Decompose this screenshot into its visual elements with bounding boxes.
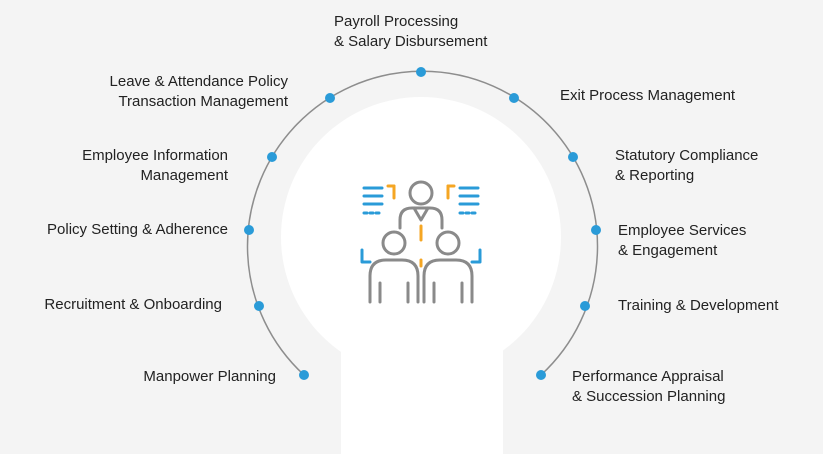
- team-people-icon: [360, 180, 482, 304]
- label-performance: Performance Appraisal& Succession Planni…: [572, 368, 726, 405]
- dot-exit: [509, 93, 519, 103]
- label-manpower: Manpower Planning: [143, 368, 276, 385]
- label-training: Training & Development: [618, 297, 779, 314]
- label-payroll: Payroll Processing& Salary Disbursement: [334, 13, 488, 50]
- dot-services: [591, 225, 601, 235]
- dot-policy: [244, 225, 254, 235]
- dot-info: [267, 152, 277, 162]
- dot-recruitment: [254, 301, 264, 311]
- label-statutory: Statutory Compliance& Reporting: [615, 147, 759, 184]
- label-services: Employee Services& Engagement: [618, 222, 747, 259]
- label-exit: Exit Process Management: [560, 87, 736, 104]
- center-keyhole: [281, 97, 561, 454]
- label-policy: Policy Setting & Adherence: [47, 221, 228, 238]
- dot-performance: [536, 370, 546, 380]
- dot-payroll: [416, 67, 426, 77]
- dot-manpower: [299, 370, 309, 380]
- dot-leave: [325, 93, 335, 103]
- label-recruitment: Recruitment & Onboarding: [44, 296, 222, 313]
- dot-statutory: [568, 152, 578, 162]
- arc-dots: [244, 67, 601, 380]
- dot-training: [580, 301, 590, 311]
